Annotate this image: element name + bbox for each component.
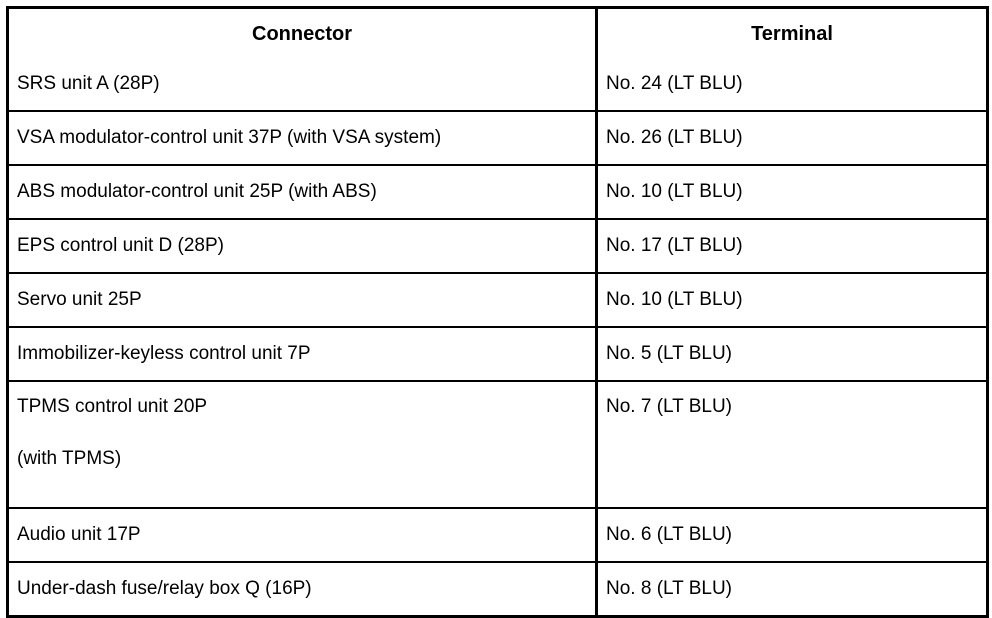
table-row: VSA modulator-control unit 37P (with VSA… [7, 111, 988, 166]
cell-terminal: No. 8 (LT BLU) [596, 562, 988, 617]
column-header-terminal: Terminal [596, 7, 988, 58]
cell-terminal: No. 10 (LT BLU) [596, 273, 988, 328]
connector-label: VSA modulator-control unit 37P (with VSA… [17, 127, 442, 148]
page-canvas: Connector Terminal SRS unit A (28P) No. … [6, 6, 989, 618]
table-row: SRS unit A (28P) No. 24 (LT BLU) [7, 58, 988, 112]
table-row: Audio unit 17P No. 6 (LT BLU) [7, 508, 988, 563]
cell-connector: Audio unit 17P [7, 508, 598, 563]
connector-label: EPS control unit D (28P) [17, 235, 224, 256]
connector-label: Audio unit 17P [17, 524, 141, 545]
table-row: EPS control unit D (28P) No. 17 (LT BLU) [7, 219, 988, 274]
cell-terminal: No. 26 (LT BLU) [596, 111, 988, 166]
connector-label: SRS unit A (28P) [17, 73, 160, 94]
cell-connector: Immobilizer-keyless control unit 7P [7, 327, 598, 382]
connector-label: ABS modulator-control unit 25P (with ABS… [17, 181, 377, 202]
table-row: TPMS control unit 20P (with TPMS) No. 7 … [7, 381, 988, 509]
cell-connector: Under-dash fuse/relay box Q (16P) [7, 562, 598, 617]
connector-label: Servo unit 25P [17, 289, 142, 310]
cell-connector: Servo unit 25P [7, 273, 598, 328]
table-header: Connector Terminal [7, 7, 988, 58]
cell-connector: VSA modulator-control unit 37P (with VSA… [7, 111, 598, 166]
cell-terminal: No. 17 (LT BLU) [596, 219, 988, 274]
cell-terminal: No. 24 (LT BLU) [596, 58, 988, 112]
connector-label: TPMS control unit 20P [17, 396, 208, 417]
connector-label: Immobilizer-keyless control unit 7P [17, 343, 311, 364]
cell-connector: SRS unit A (28P) [7, 58, 598, 112]
cell-terminal: No. 7 (LT BLU) [596, 381, 988, 509]
table-header-row: Connector Terminal [7, 7, 988, 58]
table-row: Servo unit 25P No. 10 (LT BLU) [7, 273, 988, 328]
connector-label: Under-dash fuse/relay box Q (16P) [17, 578, 312, 599]
connector-terminal-table: Connector Terminal SRS unit A (28P) No. … [6, 6, 989, 618]
connector-label-secondary: (with TPMS) [17, 448, 122, 469]
cell-connector: EPS control unit D (28P) [7, 219, 598, 274]
table-row: Immobilizer-keyless control unit 7P No. … [7, 327, 988, 382]
table-body: SRS unit A (28P) No. 24 (LT BLU) VSA mod… [7, 58, 988, 617]
cell-connector: TPMS control unit 20P (with TPMS) [7, 381, 598, 509]
column-header-connector: Connector [7, 7, 598, 58]
table-row: Under-dash fuse/relay box Q (16P) No. 8 … [7, 562, 988, 617]
cell-terminal: No. 5 (LT BLU) [596, 327, 988, 382]
cell-terminal: No. 6 (LT BLU) [596, 508, 988, 563]
cell-connector: ABS modulator-control unit 25P (with ABS… [7, 165, 598, 220]
table-row: ABS modulator-control unit 25P (with ABS… [7, 165, 988, 220]
cell-terminal: No. 10 (LT BLU) [596, 165, 988, 220]
